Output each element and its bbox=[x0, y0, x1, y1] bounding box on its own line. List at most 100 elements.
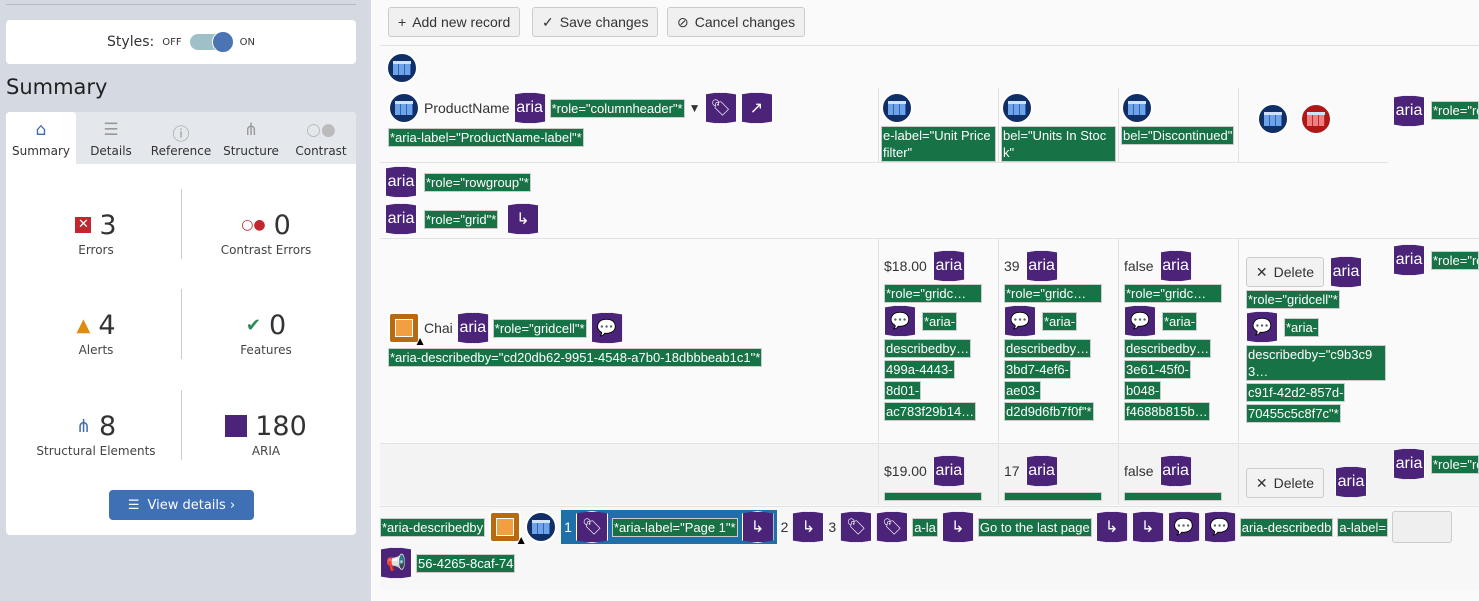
describedby-icon: 💬 bbox=[1167, 511, 1200, 543]
table-header-icon bbox=[1001, 92, 1033, 124]
column-header-discontinued: bel="Discontinued" bbox=[1121, 92, 1236, 145]
tabindex-icon: ↳ bbox=[792, 511, 825, 543]
describedby-label: f4688b815b… bbox=[1124, 402, 1210, 421]
describedby-icon: 💬 bbox=[1124, 305, 1156, 337]
grid-pager: *aria-describedby ▲ 1 🏷 *aria-label="Pag… bbox=[380, 510, 1479, 579]
divider bbox=[1238, 88, 1239, 162]
cell-product: ▲ Chai aria *role="gridcell"* 💬 *aria-de… bbox=[388, 312, 874, 367]
cell-unit-price-value[interactable]: $18.00 bbox=[884, 258, 927, 274]
tab-label: Summary bbox=[12, 144, 70, 158]
page-content: +Add new record ✓ Save changes ⊘Cancel ch… bbox=[380, 0, 1479, 601]
view-details-button[interactable]: ☰ View details › bbox=[109, 490, 254, 520]
cancel-icon: ⊘ bbox=[677, 13, 689, 30]
check-icon: ✓ bbox=[542, 13, 554, 30]
live-region-icon: 📢 bbox=[380, 547, 412, 579]
cell-discontinued[interactable]: false bbox=[1124, 463, 1154, 479]
label: Structural Elements bbox=[36, 444, 156, 458]
aria-role-label: *role="gridcell"* bbox=[1246, 290, 1340, 309]
aria-label-label: Go to the last page bbox=[977, 517, 1092, 537]
label: Errors bbox=[78, 243, 114, 257]
describedby-icon: 💬 bbox=[590, 312, 623, 344]
divider bbox=[181, 289, 182, 359]
describedby-label: describedby… bbox=[1124, 339, 1212, 358]
structure-icon: ⋔ bbox=[75, 415, 91, 437]
column-header-productname[interactable]: ProductName bbox=[424, 100, 510, 116]
describedby-icon: 💬 bbox=[884, 305, 916, 337]
cell-discontinued-value[interactable]: false bbox=[1124, 258, 1154, 274]
view-details-label: View details › bbox=[147, 497, 236, 513]
cancel-changes-button[interactable]: ⊘Cancel changes bbox=[667, 7, 806, 37]
delete-button[interactable]: ✕Delete bbox=[1246, 468, 1324, 498]
tabindex-icon: ↳ bbox=[507, 203, 539, 235]
count: 4 bbox=[98, 309, 116, 341]
page-3-link[interactable]: 3 bbox=[828, 519, 837, 535]
divider bbox=[181, 189, 182, 259]
describedby-icon: 💬 bbox=[1246, 311, 1278, 343]
aria-icon: aria bbox=[456, 312, 489, 344]
table-header-icon bbox=[1121, 92, 1153, 124]
page-2-link[interactable]: 2 bbox=[780, 519, 789, 535]
tabindex-icon: ↳ bbox=[941, 511, 974, 543]
table-header-icon bbox=[1257, 103, 1289, 135]
divider bbox=[998, 88, 999, 162]
cell-unit-price[interactable]: $19.00 bbox=[884, 463, 927, 479]
divider bbox=[181, 390, 182, 460]
tab-details[interactable]: ☰Details bbox=[76, 112, 146, 164]
add-record-button[interactable]: +Add new record bbox=[388, 7, 521, 37]
count: 0 bbox=[273, 209, 291, 241]
tabindex-icon: ↳ bbox=[1131, 511, 1164, 543]
aria-label-label: bel="Discontinued" bbox=[1121, 126, 1235, 145]
cell-product-name[interactable]: Chai bbox=[424, 320, 453, 336]
delete-button[interactable]: ✕Delete bbox=[1246, 257, 1324, 287]
aria-label-label: a-la bbox=[912, 517, 938, 537]
tag-icon: 🏷 bbox=[876, 511, 909, 543]
structure-icon: ⋔ bbox=[243, 120, 259, 140]
describedby-label: aria-describedb bbox=[1239, 517, 1334, 537]
describedby-label: *aria- bbox=[1284, 317, 1320, 337]
alert-icon: ▲ bbox=[76, 314, 91, 336]
refresh-button[interactable] bbox=[1391, 511, 1452, 543]
label: Add new record bbox=[412, 14, 511, 30]
tab-structure[interactable]: ⋔Structure bbox=[216, 112, 286, 164]
cell-units-in-stock[interactable]: 17 bbox=[1004, 463, 1020, 479]
label: Save changes bbox=[559, 14, 649, 30]
tab-contrast[interactable]: ○●Contrast bbox=[286, 112, 356, 164]
aria-icon: aria bbox=[932, 250, 965, 282]
label: Features bbox=[240, 343, 292, 357]
aria-icon: aria bbox=[1393, 244, 1425, 276]
tag-icon: 🏷 bbox=[575, 511, 608, 543]
wave-sidebar: Styles: OFF ON Summary ⌂Summary ☰Details… bbox=[0, 0, 371, 601]
count: 3 bbox=[99, 209, 117, 241]
describedby-icon: 💬 bbox=[1203, 511, 1236, 543]
describedby-label: c91f-42d2-857d- bbox=[1246, 383, 1346, 402]
save-changes-button[interactable]: ✓ Save changes bbox=[532, 7, 659, 37]
list-icon: ☰ bbox=[127, 497, 140, 513]
tab-summary[interactable]: ⌂Summary bbox=[6, 112, 76, 164]
aria-role-label: *role="rowgroup"* bbox=[424, 173, 531, 192]
cell-units-in-stock-value[interactable]: 39 bbox=[1004, 258, 1020, 274]
page-1-button[interactable]: 1 🏷 *aria-label="Page 1"* ↳ bbox=[561, 510, 777, 544]
describedby-label: *aria- bbox=[922, 311, 958, 331]
describedby-label: b048- bbox=[1124, 381, 1162, 400]
aria-role-label: *role="gridc… bbox=[884, 284, 982, 303]
describedby-label: 3bd7-4ef6- bbox=[1004, 360, 1071, 379]
aria-icon: aria bbox=[1025, 250, 1058, 282]
describedby-label: *aria-describedby bbox=[380, 517, 486, 537]
page-1[interactable]: 1 bbox=[564, 519, 572, 535]
filter-icon[interactable]: ▼ bbox=[688, 101, 701, 115]
aria-role-label bbox=[1124, 492, 1222, 501]
table-icon bbox=[386, 52, 418, 84]
styles-label: Styles: bbox=[107, 34, 155, 50]
styles-toggle-card: Styles: OFF ON bbox=[6, 20, 356, 64]
count: 8 bbox=[98, 410, 117, 442]
describedby-label: d2d9d6fb7f0f"* bbox=[1004, 402, 1094, 421]
tabindex-icon: ↳ bbox=[741, 511, 774, 543]
styles-toggle[interactable] bbox=[189, 31, 234, 53]
